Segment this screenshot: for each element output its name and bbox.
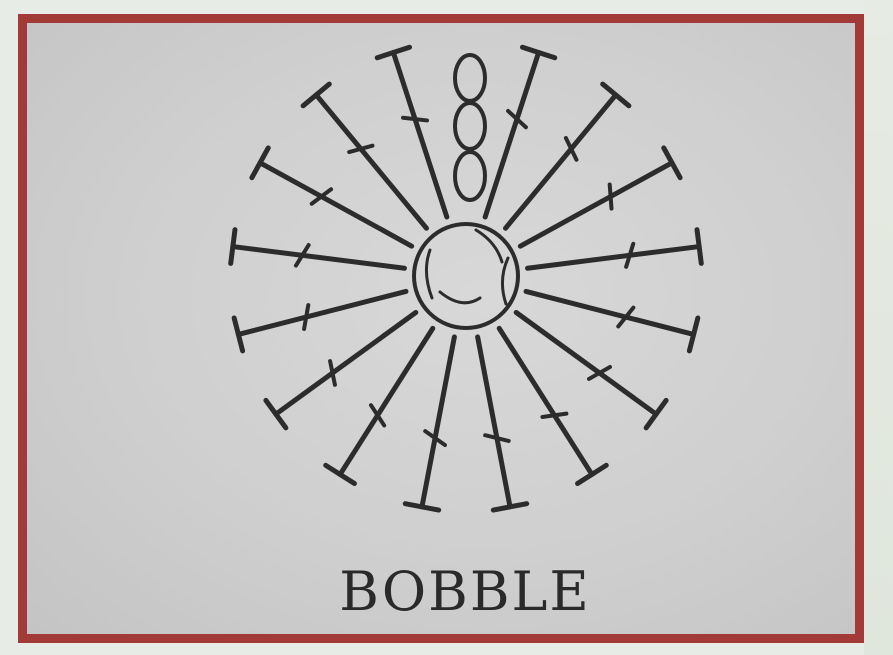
- stitch-symbol: [516, 312, 666, 427]
- stitch-symbol: [231, 230, 405, 269]
- stitch-symbol: [234, 291, 406, 350]
- stitch-symbol: [499, 328, 606, 483]
- stitch-symbol: [303, 84, 426, 228]
- stitch-symbol: [485, 47, 555, 217]
- stitch-symbol: [520, 148, 680, 246]
- stitch-symbol: [266, 312, 416, 427]
- center-ring: [414, 224, 518, 328]
- stitch-symbol: [252, 148, 412, 246]
- stitch-symbol: [528, 230, 702, 269]
- chain-stitches: [455, 55, 485, 200]
- stitch-symbol: [326, 328, 433, 483]
- stitch-symbol: [377, 47, 447, 217]
- diagram-label: BOBBLE: [300, 560, 630, 623]
- stitch-symbol: [526, 291, 698, 350]
- double-crochet-stitches: [231, 47, 702, 510]
